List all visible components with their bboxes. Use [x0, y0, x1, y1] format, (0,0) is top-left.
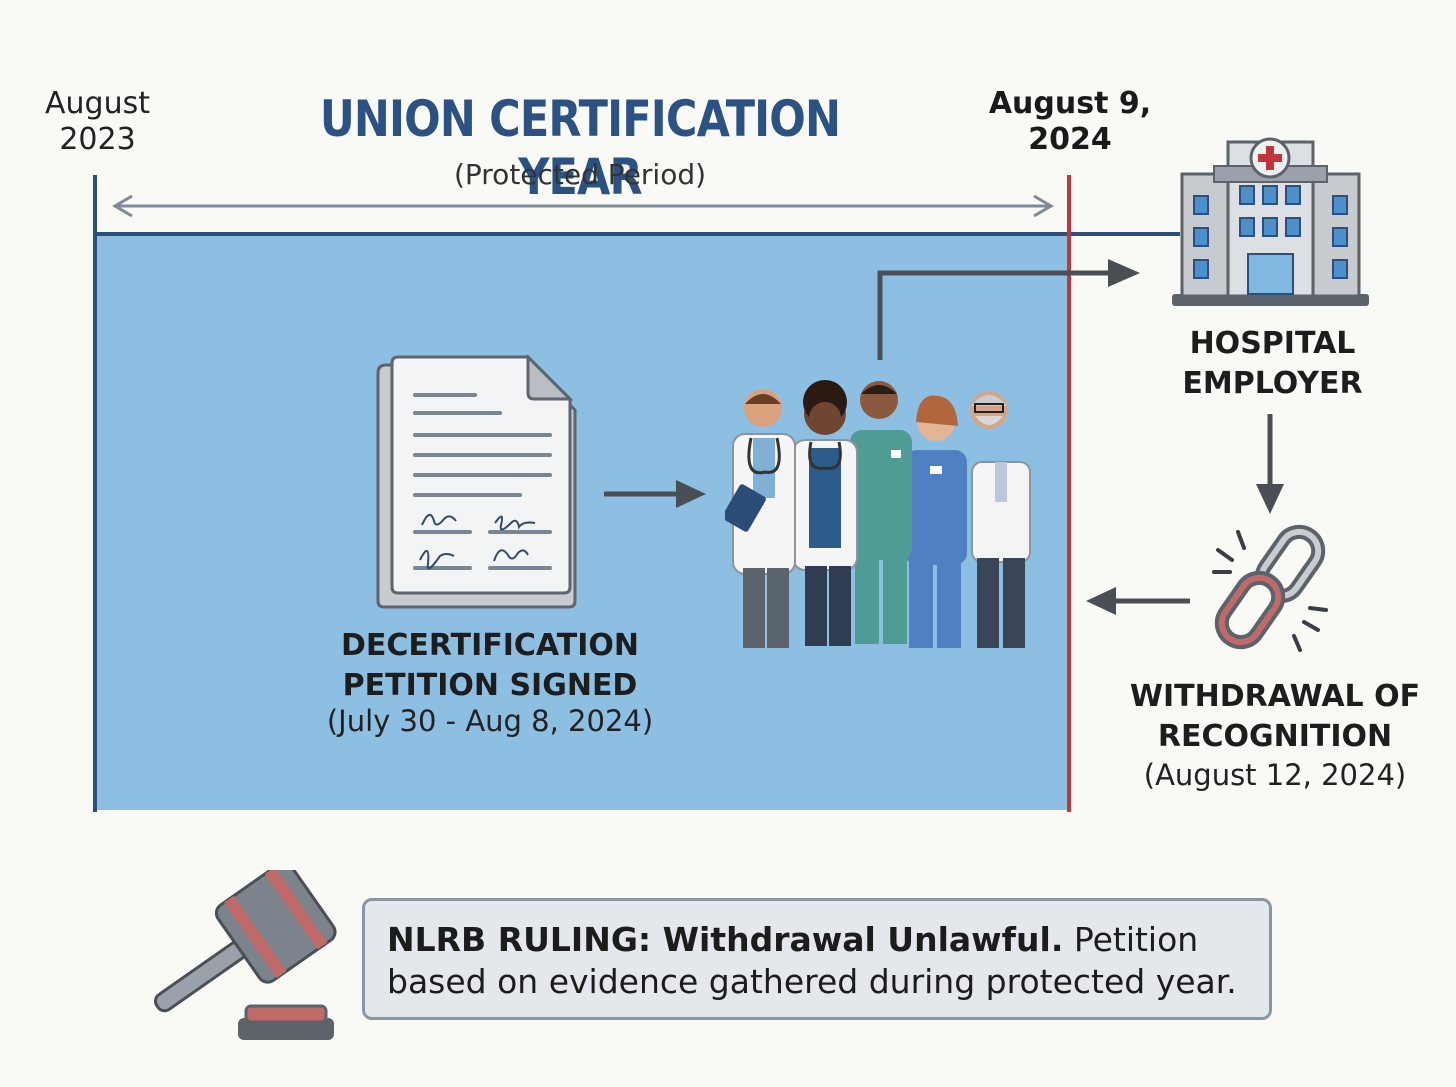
healthcare-workers-icon: [725, 378, 1035, 660]
petition-label: DECERTIFICATION PETITION SIGNED: [300, 626, 680, 706]
start-date-label: August 2023: [30, 86, 165, 158]
arrow-workers-to-hospital: [880, 259, 1140, 360]
diagram-subtitle: (Protected Period): [380, 158, 780, 191]
ruling-headline: NLRB RULING: Withdrawal Unlawful.: [387, 920, 1063, 959]
gavel-icon: [120, 870, 345, 1045]
arrow-petition-to-workers: [604, 480, 706, 508]
petition-dates: (July 30 - Aug 8, 2024): [290, 704, 690, 738]
withdrawal-date: (August 12, 2024): [1110, 758, 1440, 792]
end-date-label: August 9, 2024: [975, 86, 1165, 158]
arrow-chain-to-deadline: [1086, 587, 1190, 615]
withdrawal-label: WITHDRAWAL OF RECOGNITION: [1110, 677, 1440, 757]
arrow-hospital-to-chain: [1256, 414, 1284, 514]
ruling-box: NLRB RULING: Withdrawal Unlawful. Petiti…: [362, 898, 1272, 1020]
document-icon: [370, 355, 585, 615]
hospital-icon: [1168, 136, 1373, 308]
employer-label: HOSPITAL EMPLOYER: [1150, 324, 1395, 404]
broken-chain-icon: [1198, 510, 1353, 665]
